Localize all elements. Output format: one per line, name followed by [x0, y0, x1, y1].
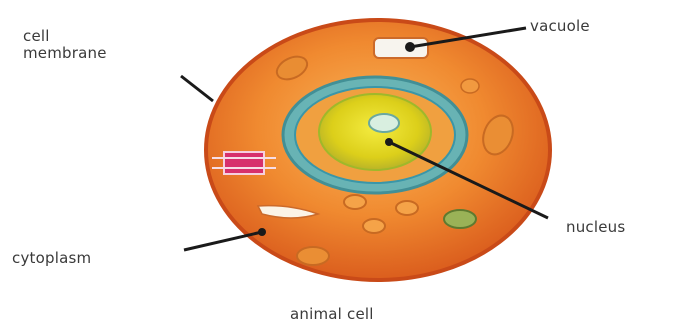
caption: animal cell — [290, 306, 374, 323]
vesicle — [344, 195, 366, 209]
pointer-cell-membrane — [181, 76, 213, 101]
green-organelle — [444, 210, 476, 228]
label-cell-membrane: cell membrane — [23, 28, 107, 62]
vesicle — [396, 201, 418, 215]
label-vacuole: vacuole — [530, 18, 590, 35]
pointer-cytoplasm — [184, 232, 262, 250]
pink-structure — [224, 152, 264, 174]
vesicle — [363, 219, 385, 233]
nucleus — [319, 94, 431, 170]
nucleolus — [369, 114, 399, 132]
label-nucleus: nucleus — [566, 219, 625, 236]
label-cytoplasm: cytoplasm — [12, 250, 91, 267]
organelle — [461, 79, 479, 93]
vacuole — [374, 38, 428, 58]
organelle — [297, 247, 329, 265]
